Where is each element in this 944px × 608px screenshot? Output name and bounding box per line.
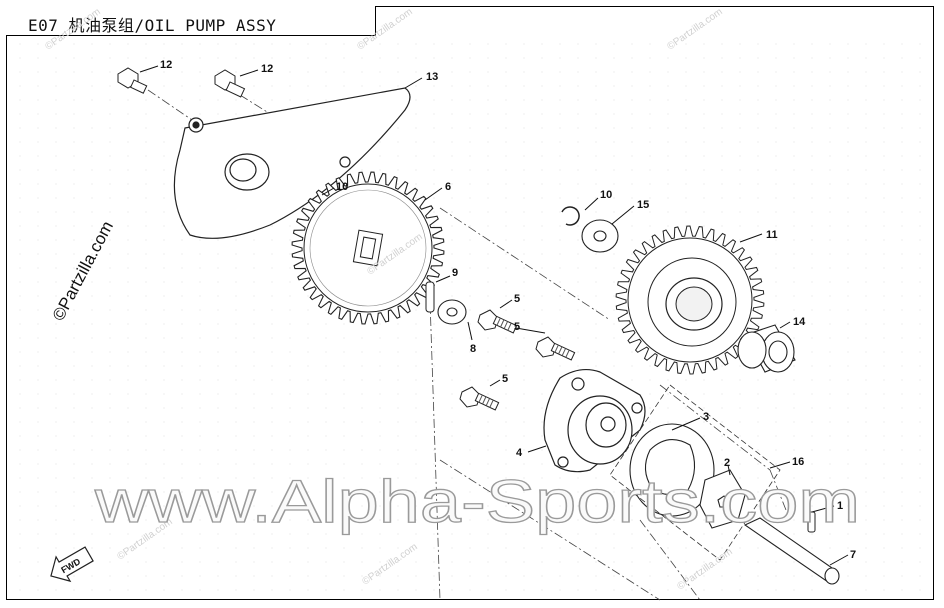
background-texture xyxy=(8,38,932,598)
part-15-washer xyxy=(581,219,619,253)
part-10-circlip-right xyxy=(561,206,580,226)
callout-14: 14 xyxy=(793,316,806,328)
callout-12a: 12 xyxy=(160,59,172,71)
callout-2: 2 xyxy=(724,457,730,469)
part-7-pump-shaft xyxy=(743,517,840,585)
leader-lines xyxy=(139,65,849,566)
part-5-bolt-a xyxy=(477,309,518,334)
callout-4: 4 xyxy=(516,447,523,459)
callout-5b: 5 xyxy=(514,321,520,333)
callout-7: 7 xyxy=(850,549,856,561)
callout-11: 11 xyxy=(766,229,778,241)
part-2-inner-rotor xyxy=(699,469,746,529)
part-11-drive-gear xyxy=(615,225,765,375)
part-1-pin xyxy=(807,511,816,533)
part-8-washer xyxy=(437,299,467,325)
part-9-dowel-pin xyxy=(425,281,435,313)
callout-9: 9 xyxy=(452,267,458,279)
callout-5c: 5 xyxy=(502,373,508,385)
part-6-driven-gear xyxy=(291,171,445,325)
callout-13: 13 xyxy=(426,71,438,83)
callout-3: 3 xyxy=(703,411,709,423)
title-box: E07 机油泵组/OIL PUMP ASSY xyxy=(6,6,376,36)
diagram-title: E07 机油泵组/OIL PUMP ASSY xyxy=(28,16,277,35)
part-4-pump-body xyxy=(543,368,646,473)
callout-8: 8 xyxy=(470,343,476,355)
part-12-bolt-b xyxy=(214,69,246,98)
callout-1: 1 xyxy=(837,500,843,512)
callout-12b: 12 xyxy=(261,63,273,75)
callout-15: 15 xyxy=(637,199,649,211)
callout-5a: 5 xyxy=(514,293,520,305)
callout-6: 6 xyxy=(445,181,451,193)
part-5-bolt-c xyxy=(459,386,500,411)
part-14-needle-bearing xyxy=(737,324,796,373)
callout-labels: 12 12 13 10 6 10 15 11 9 5 5 14 8 5 4 3 … xyxy=(160,59,856,561)
callout-10b: 10 xyxy=(600,189,612,201)
callout-16: 16 xyxy=(792,456,804,468)
part-13-cover-plate xyxy=(173,87,411,239)
callout-10a: 10 xyxy=(336,181,348,193)
part-5-bolt-b xyxy=(535,336,576,361)
main-watermark: www.Alpha-Sports.com xyxy=(94,468,860,535)
part-16-kit-outline xyxy=(609,384,781,561)
fwd-arrow-icon: FWD xyxy=(50,546,94,583)
part-12-bolt-a xyxy=(117,67,148,94)
part-3-outer-rotor xyxy=(629,423,715,517)
